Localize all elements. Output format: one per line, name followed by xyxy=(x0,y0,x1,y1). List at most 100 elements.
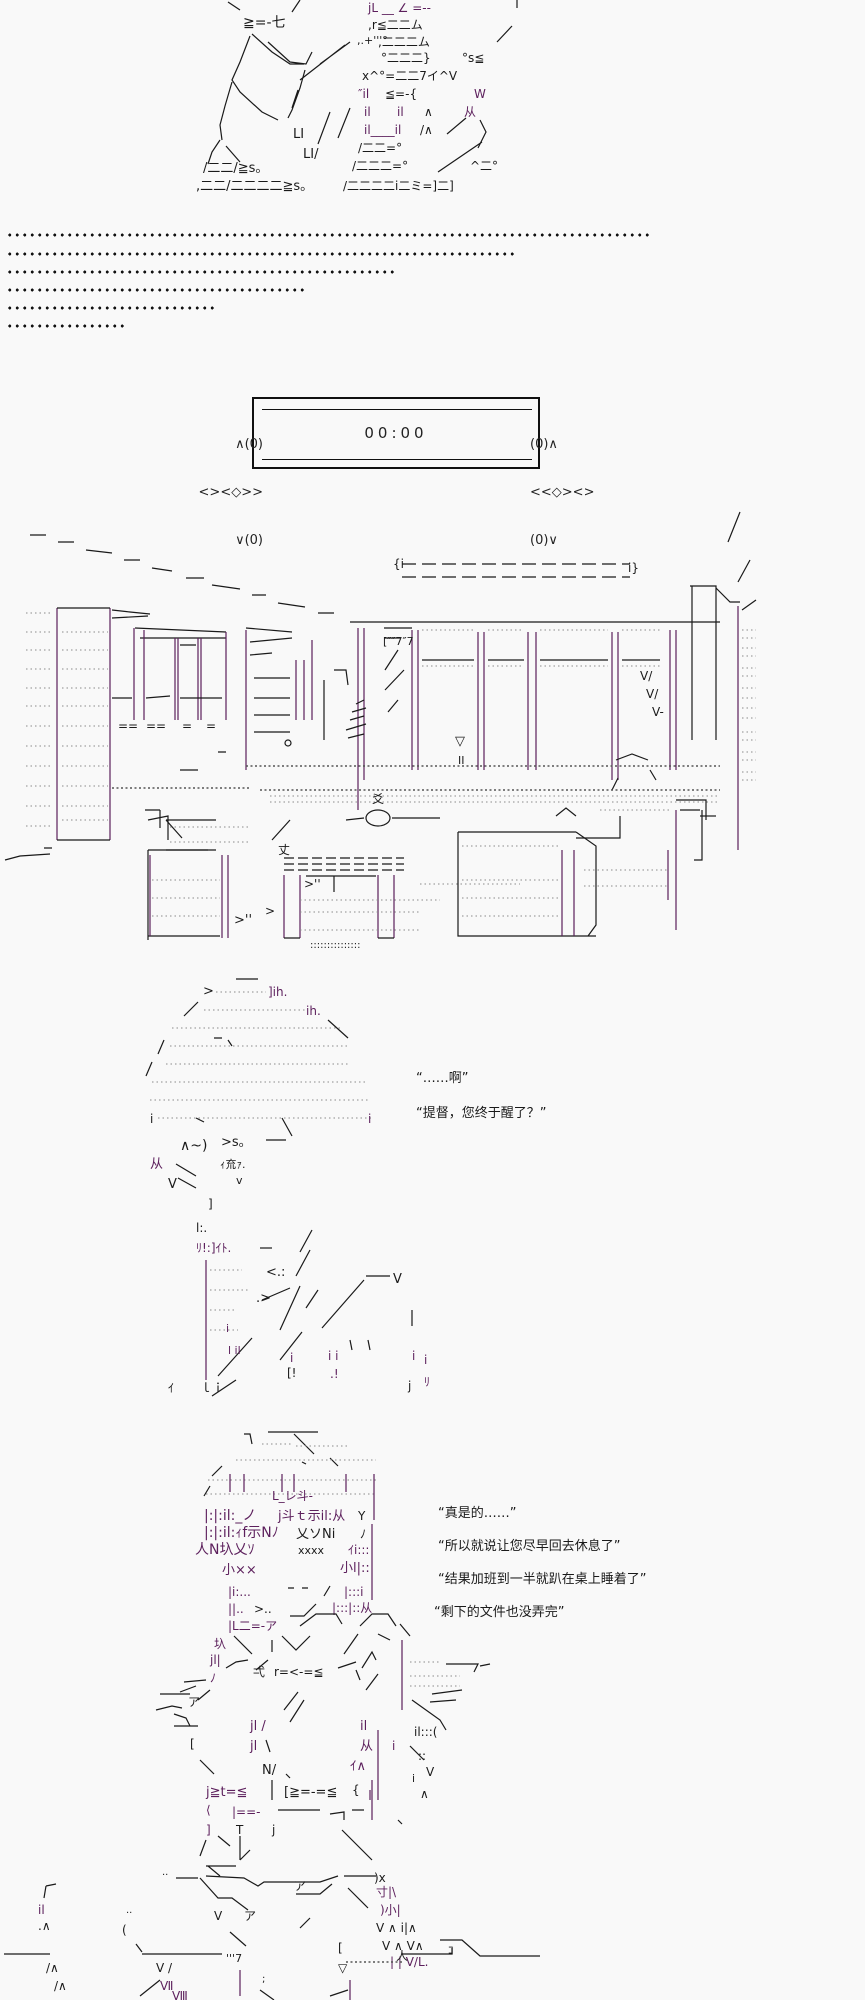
svg-text:i: i xyxy=(368,1112,371,1126)
svg-text:i: i xyxy=(290,1351,293,1365)
ellipsis-line-1 xyxy=(6,233,651,237)
svg-text:'''7: '''7 xyxy=(226,1952,242,1965)
svg-text:ﾘ: ﾘ xyxy=(424,1375,430,1389)
dialogue-line: “剩下的文件也没弄完” xyxy=(434,1605,565,1620)
svg-text:T: T xyxy=(235,1823,244,1837)
svg-text:.>: .> xyxy=(256,1291,271,1306)
clock-ornament-left: ∧(0) <><◇>> ∨(0) xyxy=(198,437,263,548)
svg-text:V ∧ i|∧: V ∧ i|∧ xyxy=(376,1921,417,1935)
svg-text:[: [ xyxy=(190,1737,195,1751)
svg-text:|:::i: |:::i xyxy=(344,1585,364,1599)
clock-time: 00:00 xyxy=(364,424,428,442)
svg-text:V/: V/ xyxy=(646,687,659,701)
svg-text:[″″7″7: [″″7″7 xyxy=(383,635,414,648)
svg-text:ア: ア xyxy=(244,1909,256,1923)
svg-text:| | V/L.: | | V/L. xyxy=(390,1955,428,1969)
ellipsis-line-2 xyxy=(6,252,518,256)
ellipsis-line-3 xyxy=(6,270,398,274)
svg-text:i: i xyxy=(412,1772,415,1785)
svg-text:V: V xyxy=(426,1765,435,1779)
svg-text:jL __ ∠ =--: jL __ ∠ =-- xyxy=(367,1,431,15)
svg-text:>s。: >s。 xyxy=(221,1135,252,1150)
svg-text:jl: jl xyxy=(249,1739,257,1754)
svg-text:ア: ア xyxy=(294,1879,306,1893)
svg-text:jl|: jl| xyxy=(209,1653,221,1667)
ellipsis-line-4 xyxy=(6,288,304,292)
svg-text:°二二二}: °二二二} xyxy=(381,51,431,65)
svg-text:il: il xyxy=(360,1719,367,1734)
svg-text:x^°=二二7イ^V: x^°=二二7イ^V xyxy=(362,69,458,83)
svg-text:人: 人 xyxy=(396,1949,408,1963)
svg-text:乂ソNi: 乂ソNi xyxy=(296,1527,335,1542)
svg-text:,r≦二二ム: ,r≦二二ム xyxy=(368,18,423,32)
svg-text:寸|\: 寸|\ xyxy=(376,1885,397,1899)
art-fragment: ≧=-七 xyxy=(243,15,286,31)
ellipsis-line-6 xyxy=(6,324,128,328)
svg-text:ﾘ!:]ｲﾄ.: ﾘ!:]ｲﾄ. xyxy=(196,1241,231,1255)
svg-text:II: II xyxy=(458,754,465,767)
svg-text:]: ] xyxy=(208,1197,213,1211)
svg-text:从: 从 xyxy=(150,1157,163,1172)
clock-inner-line-bottom xyxy=(262,459,532,460)
svg-text:ｲ∧: ｲ∧ xyxy=(350,1759,366,1774)
svg-text:||..: ||.. xyxy=(228,1602,244,1616)
svg-text:∧~): ∧~) xyxy=(180,1138,207,1154)
svg-text:<.:: <.: xyxy=(266,1265,285,1280)
svg-text:xxxx: xxxx xyxy=(298,1544,325,1557)
dialogue-line: “所以就说让您尽早回去休息了” xyxy=(438,1539,621,1554)
svg-text:/二二二=°: /二二二=° xyxy=(352,159,408,173)
svg-text:.!: .! xyxy=(330,1367,339,1381)
svg-text:=: = xyxy=(206,719,216,733)
svg-text:V: V xyxy=(168,1177,177,1192)
svg-text:i i: i i xyxy=(328,1349,338,1363)
svg-text:l il: l il xyxy=(228,1344,241,1357)
svg-text:::: :: xyxy=(418,1749,426,1763)
dialogue-line: “提督，您终于醒了？” xyxy=(416,1106,547,1121)
svg-text:人N圦乂ｿ: 人N圦乂ｿ xyxy=(195,1542,254,1558)
ellipsis-line-5 xyxy=(6,306,218,310)
svg-text:V ∧ V∧: V ∧ V∧ xyxy=(382,1939,424,1953)
dialogue-line: “……啊” xyxy=(416,1071,469,1086)
svg-text:ア: ア xyxy=(188,1695,200,1709)
svg-text:>'': >'' xyxy=(304,877,321,891)
svg-text:⟨: ⟨ xyxy=(206,1803,211,1817)
svg-text:ﾉ: ﾉ xyxy=(210,1671,216,1685)
svg-text:V /: V / xyxy=(156,1961,173,1975)
svg-text:ﾉ: ﾉ xyxy=(360,1527,366,1541)
svg-text:j: j xyxy=(271,1823,275,1837)
panel-office-ascii-art: {i i} == == = = [″″7″7 V/ V/ V- ▽ II 爻 xyxy=(4,511,757,951)
clock-inner-line-top xyxy=(262,409,532,410)
svg-text:Ⅶ: Ⅶ xyxy=(160,1979,173,1993)
svg-text:[≧=-=≦: [≧=-=≦ xyxy=(284,1785,337,1800)
svg-text:=: = xyxy=(182,719,192,733)
dialogue-line: “结果加班到一半就趴在桌上睡着了” xyxy=(438,1572,647,1587)
svg-text:j斗ｔ示il:从: j斗ｔ示il:从 xyxy=(277,1509,345,1524)
svg-text:[!: [! xyxy=(287,1366,297,1380)
svg-text:∧: ∧ xyxy=(424,105,433,119)
svg-text::::::::::::::::: ::::::::::::::: xyxy=(310,940,361,951)
panel-1-ascii-art: ≧=-七 ,.+'''° LI LI/ /二二/≧s。 ,二二/二二二二≧s。 … xyxy=(196,0,518,194)
svg-text:]ih.: ]ih. xyxy=(268,985,287,999)
svg-text:爻: 爻 xyxy=(372,792,384,806)
svg-text:|==-: |==- xyxy=(232,1805,260,1819)
svg-text:弌: 弌 xyxy=(253,1665,265,1679)
svg-text:/二二二二ⅰ二ミ=]二]: /二二二二ⅰ二ミ=]二] xyxy=(343,179,454,193)
svg-text:,二二/二二二二≧s。: ,二二/二二二二≧s。 xyxy=(196,179,313,194)
svg-text:i: i xyxy=(150,1112,153,1126)
svg-text:v: v xyxy=(236,1174,243,1187)
svg-text:]: ] xyxy=(206,1823,211,1837)
svg-text:^二°: ^二° xyxy=(470,159,498,173)
svg-text:l:.: l:. xyxy=(196,1221,207,1235)
svg-text:圦: 圦 xyxy=(214,1637,226,1651)
svg-text:∧: ∧ xyxy=(420,1787,429,1801)
svg-text:Y: Y xyxy=(357,1509,366,1523)
svg-text:|L二=-ア: |L二=-ア xyxy=(228,1619,277,1633)
svg-text:il: il xyxy=(364,105,371,119)
svg-text:r=<-=≦: r=<-=≦ xyxy=(274,1665,323,1679)
svg-text:从: 从 xyxy=(360,1739,373,1754)
svg-text:>'': >'' xyxy=(234,913,252,928)
svg-text:小l|::: 小l|:: xyxy=(340,1561,370,1576)
svg-text:..: .. xyxy=(162,1867,168,1878)
svg-text:j≧t=≦: j≧t=≦ xyxy=(205,1785,247,1800)
svg-text:/∧: /∧ xyxy=(420,123,433,137)
